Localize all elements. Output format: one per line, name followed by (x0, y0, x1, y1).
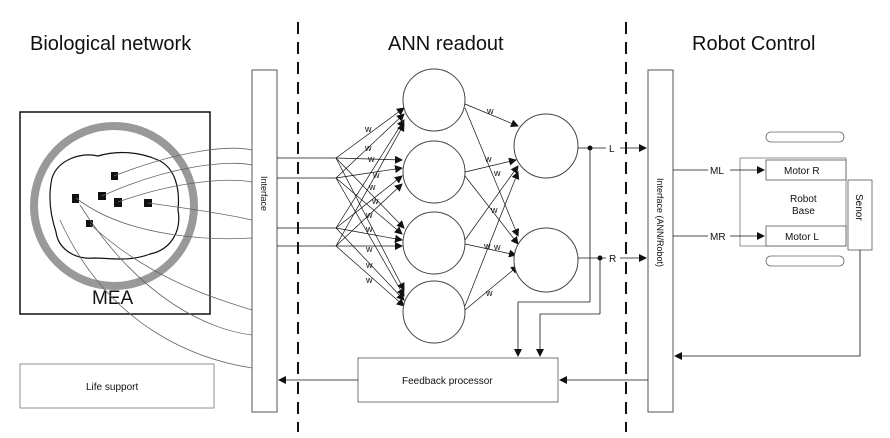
hidden-neuron-2 (402, 140, 466, 204)
electrode-6 (86, 220, 93, 227)
interface-bio-label: Interface (259, 176, 269, 211)
section-title-biological: Biological network (30, 33, 192, 55)
robot-base-label-1: Robot (790, 194, 817, 205)
sensor-label: Senor (853, 194, 864, 221)
life-support-box (19, 363, 215, 409)
hidden-weights: w w w w w w w (483, 106, 501, 298)
section-title-robot: Robot Control (692, 33, 815, 55)
weight-label: w (365, 260, 373, 270)
weight-label: w (367, 154, 375, 164)
output-neuron-left (513, 113, 579, 179)
robot: Motor R Motor L Robot Base Senor (739, 131, 873, 267)
junction-dot-left (587, 145, 593, 151)
weight-label: w (493, 168, 501, 178)
weight-label: w (364, 124, 372, 134)
motor-l-box (765, 225, 847, 247)
input-connections (277, 107, 405, 307)
life-support-label: Life support (86, 382, 138, 393)
mea-dish (30, 122, 198, 290)
mea-panel: MEA (19, 111, 211, 315)
interface-bio (251, 69, 278, 413)
hidden-output-connections (464, 103, 520, 311)
mr-label: MR (710, 232, 726, 243)
weight-label: w (484, 154, 492, 164)
electrode-3 (114, 198, 122, 207)
weight-label: w (372, 170, 380, 180)
hidden-neuron-3 (402, 211, 466, 275)
feedback-processor-box (357, 357, 559, 403)
input-weights: w w w w w w w w w w w (364, 124, 380, 285)
interface-robot-label: Interface (ANN/Robot) (655, 178, 665, 267)
robot-wheel-top (765, 131, 845, 143)
ml-label: ML (710, 166, 724, 177)
section-title-ann: ANN readout (388, 33, 504, 55)
interface-robot (647, 69, 674, 413)
motor-r-label: Motor R (784, 166, 820, 177)
motor-l-label: Motor L (785, 232, 819, 243)
weight-label: w (486, 106, 494, 116)
robot-wheel-bottom (765, 255, 845, 267)
weight-label: w (490, 205, 498, 215)
output-label-right: R (609, 254, 616, 265)
weight-label: w (365, 244, 373, 254)
junction-dot-right (597, 255, 603, 261)
robot-base-label-2: Base (792, 206, 815, 217)
neural-culture-outline (49, 151, 180, 260)
weight-label: w (365, 210, 373, 220)
hidden-neuron-4 (402, 280, 466, 344)
weight-label: w (483, 241, 491, 251)
electrode-1 (72, 194, 79, 203)
motor-r-box (765, 159, 847, 181)
output-neuron-right (513, 227, 579, 293)
weight-label: w (365, 275, 373, 285)
output-label-left: L (609, 144, 615, 155)
sensor-box (847, 179, 873, 251)
hidden-neuron-1 (402, 68, 466, 132)
weight-label: w (371, 196, 379, 206)
sensor-feedback-line (674, 250, 861, 360)
weight-label: w (365, 224, 373, 234)
weight-label: w (493, 242, 501, 252)
weight-label: w (368, 182, 376, 192)
electrode-connections (59, 147, 253, 369)
weight-label: w (364, 143, 372, 153)
feedback-processor-label: Feedback processor (402, 376, 493, 387)
weight-label: w (485, 288, 493, 298)
